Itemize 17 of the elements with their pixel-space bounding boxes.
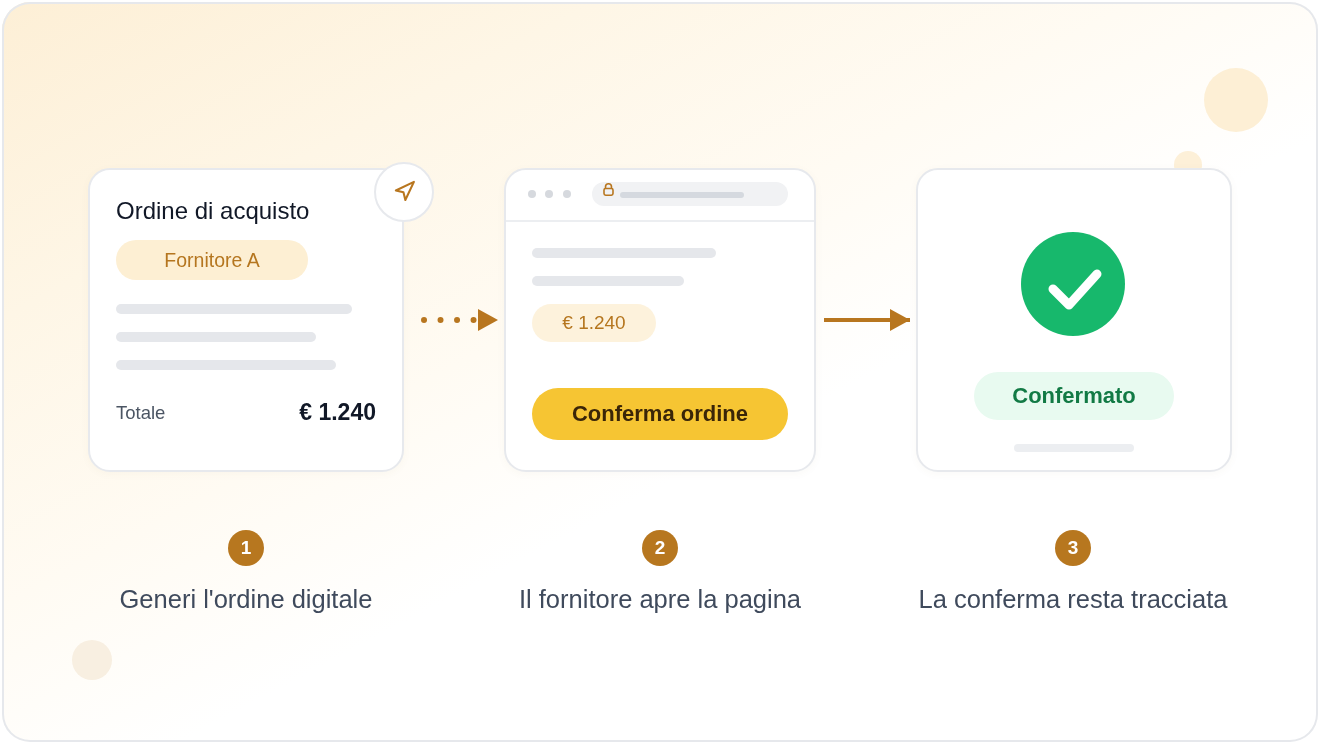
total-amount: € 1.240 xyxy=(299,399,376,427)
total-label: Totale xyxy=(116,402,166,425)
order-card xyxy=(88,168,404,472)
step-caption: La conferma resta tracciata xyxy=(918,584,1228,615)
confirm-order-button: Conferma ordine xyxy=(532,388,788,440)
supplier-tag: Fornitore A xyxy=(116,240,308,280)
step-number: 1 xyxy=(228,530,264,566)
step-number: 3 xyxy=(1055,530,1091,566)
arrow xyxy=(824,309,910,331)
step-caption: Generi l'ordine digitale xyxy=(119,584,373,615)
confirmation-card xyxy=(916,168,1232,472)
status-tag: Confermato xyxy=(974,372,1174,420)
amount-tag: € 1.240 xyxy=(532,304,656,342)
card-title: Ordine di acquisto xyxy=(116,197,310,226)
browser-window xyxy=(504,168,816,472)
step-number: 2 xyxy=(642,530,678,566)
step-caption: Il fornitore apre la pagina xyxy=(518,584,802,615)
